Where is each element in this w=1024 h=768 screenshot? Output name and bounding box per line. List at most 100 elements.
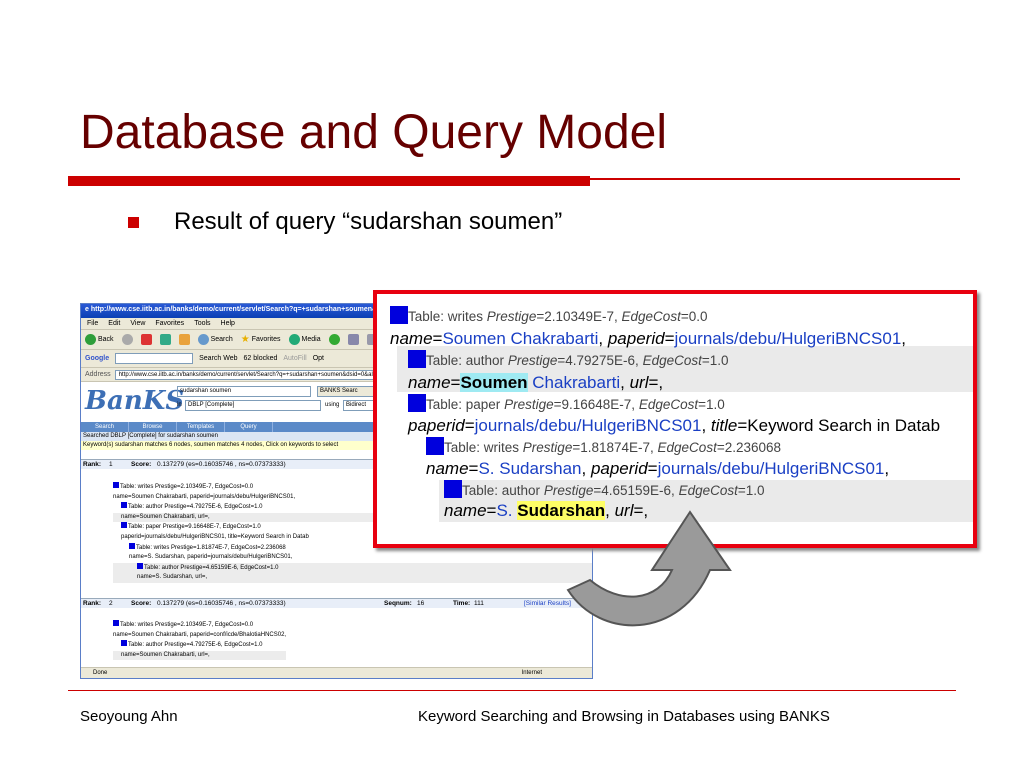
options-button[interactable]: Opt [312,355,325,362]
searched-info: Searched DBLP [Complete] for sudarshan s… [81,432,381,441]
url-key: url [629,373,649,392]
zoom-row-9: Table: author Prestige=4.65159E-6, EdgeC… [444,480,765,501]
name-value: Chakrabarti [527,373,621,392]
tree-row: Table: author Prestige=4.79275E-6, EdgeC… [113,502,592,513]
result-rank-bar: Rank: 2 Score: 0.137279 (es=0.16035746 ,… [81,598,592,608]
bullet-text: Result of query “sudarshan soumen” [174,208,563,235]
address-label: Address [85,371,111,378]
similar-results-link[interactable]: [Similar Results] [524,600,571,607]
name-key: name [390,329,433,348]
media-button[interactable]: Media [288,334,321,345]
menu-favorites[interactable]: Favorites [155,320,185,327]
status-bar: Done Internet [81,667,592,678]
tree-row-text: name=S. Sudarshan, url=, [137,574,208,581]
footer-divider [68,690,956,691]
keyword-match-sudarshan: Sudarshan [517,501,606,520]
home-icon[interactable] [178,334,190,345]
tree-row-text: name=Soumen Chakrabarti, paperid=journal… [113,493,296,500]
tree-row-text: Table: author Prestige=4.79275E-6, EdgeC… [128,504,263,511]
node-square-icon [113,482,119,488]
slide-title: Database and Query Model [80,106,668,159]
paperid-value: journals/debu/HulgeriBNCS01 [657,459,885,478]
node-square-icon [390,306,408,324]
tree-row: Table: paper Prestige=9.16648E-7, EdgeCo… [113,522,592,533]
media-label: Media [301,336,321,343]
search-label: Search [210,336,233,343]
prestige-value: =4.79275E-6, [557,353,643,368]
status-text: Done [93,670,108,676]
forward-arrow-icon[interactable] [121,334,133,345]
rank-label: Rank: [83,461,102,468]
refresh-icon[interactable] [159,334,171,345]
banks-search-button[interactable]: BANKS Searc [317,386,377,397]
algorithm-select[interactable]: Bidirect [343,400,377,411]
google-search-input[interactable] [115,353,194,364]
edgecost-value: =1.0 [737,483,765,498]
menu-tools[interactable]: Tools [194,320,211,327]
name-key: name [444,501,487,520]
rank-value: 1 [109,461,113,468]
menu-file[interactable]: File [87,320,99,327]
row-tail: =, [648,373,664,392]
keyword-matches: Keyword(s) sudarshan matches 6 nodes, so… [81,441,381,450]
prestige-value: =2.10349E-7, [536,309,622,324]
zoom-row-10: name=S. Sudarshan, url=, [444,501,649,520]
paperid-value: journals/debu/HulgeriBNCS01 [474,416,702,435]
tree-row: name=S. Sudarshan, url=, [113,573,592,583]
internet-zone: Internet [521,670,542,676]
google-search-web-button[interactable]: Search Web [199,355,238,362]
prestige-key: Prestige [543,483,594,498]
edgecost-key: EdgeCost [638,397,699,412]
banks-query-input[interactable]: sudarshan soumen [177,386,311,397]
tab-templates[interactable]: Templates [177,422,225,432]
database-select[interactable]: DBLP [Complete] [185,400,321,411]
node-square-icon [426,437,444,455]
zoom-row-2: name=Soumen Chakrabarti, paperid=journal… [390,329,907,348]
title-key: title [710,416,738,435]
edgecost-key: EdgeCost [678,483,738,498]
edgecost-value: =1.0 [698,397,725,412]
search-button[interactable]: Search [197,334,233,345]
tree-row-text: Table: writes Prestige=1.81874E-7, EdgeC… [136,544,286,551]
using-label: using [325,402,340,408]
prestige-key: Prestige [504,397,554,412]
print-icon[interactable] [366,334,378,345]
row-tail: , [884,459,890,478]
favorites-button[interactable]: ★Favorites [241,334,281,345]
popup-blocked-button[interactable]: 62 blocked [243,355,278,362]
menu-view[interactable]: View [130,320,146,327]
tree-row-text: Table: writes Prestige=2.10349E-7, EdgeC… [120,622,254,628]
tree-row: Table: writes Prestige=2.10349E-7, EdgeC… [113,620,286,631]
rank-label: Rank: [83,600,102,607]
browser-title: http://www.cse.iitb.ac.in/banks/demo/cur… [90,306,386,313]
mail-icon[interactable] [347,334,359,345]
media-icon [288,334,300,345]
autofill-button[interactable]: AutoFill [283,355,307,362]
prestige-key: Prestige [486,309,537,324]
history-icon[interactable] [328,334,340,345]
menu-edit[interactable]: Edit [108,320,121,327]
tab-query[interactable]: Query [225,422,273,432]
score-label: Score: [131,461,152,468]
zoom-row-5: Table: paper Prestige=9.16648E-7, EdgeCo… [408,394,725,415]
back-button[interactable]: Back [85,334,114,345]
banks-logo: BanKS [85,386,185,416]
tree-row-text: name=S. Sudarshan, paperid=journals/debu… [129,554,293,561]
table-name: Table: paper [426,397,501,412]
back-label: Back [98,336,114,343]
name-value: S. Sudarshan [478,459,582,478]
paperid-key: paperid [607,329,665,348]
result-rank-bar: Rank: 1 Score: 0.137279 (es=0.16035746 ,… [81,459,592,469]
prestige-key: Prestige [507,353,558,368]
prestige-value: =9.16648E-7, [553,397,639,412]
tab-search[interactable]: Search [81,422,129,432]
prestige-key: Prestige [522,440,573,455]
tab-browse[interactable]: Browse [129,422,177,432]
tree-row: name=S. Sudarshan, paperid=journals/debu… [113,553,592,563]
stop-icon[interactable] [140,334,152,345]
menu-help[interactable]: Help [220,320,235,327]
node-square-icon [121,522,127,529]
url-key: url [614,501,634,520]
score-value: 0.137279 (es=0.16035746 , ns=0.07373333) [157,461,286,468]
banks-tabs: Search Browse Templates Query [81,422,381,432]
